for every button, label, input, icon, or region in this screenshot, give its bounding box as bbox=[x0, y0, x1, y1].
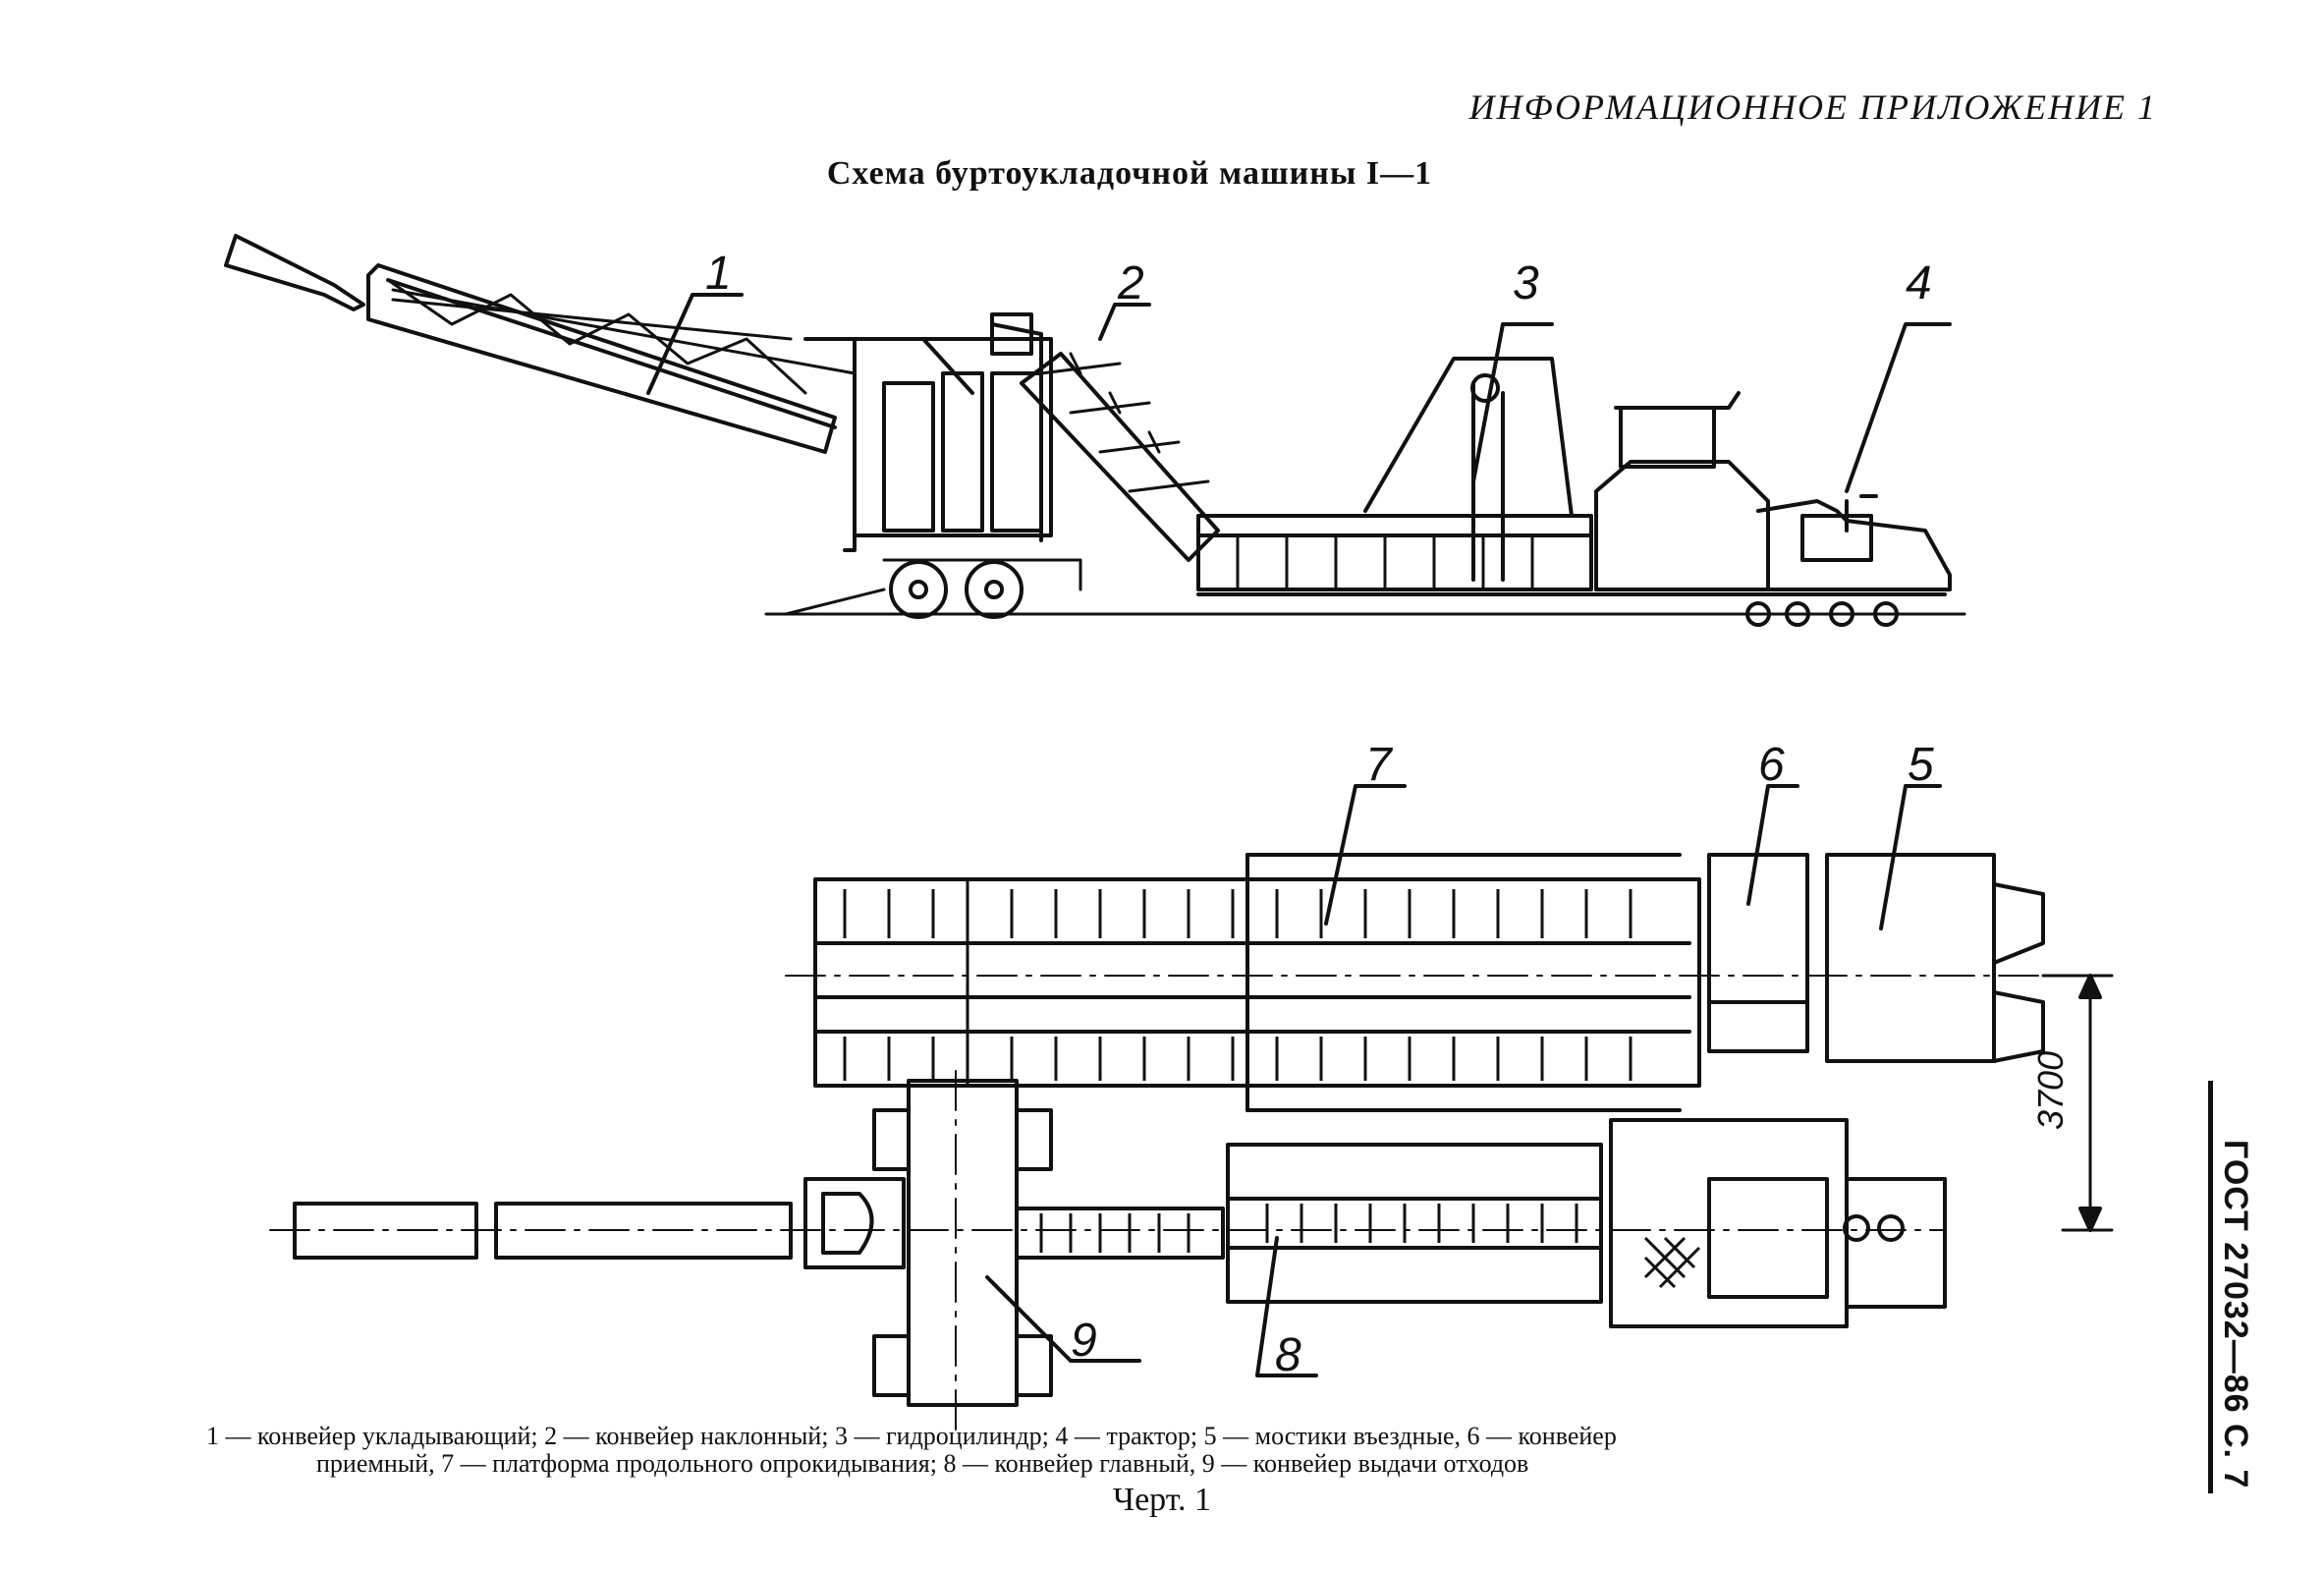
callout-5: 5 bbox=[1908, 739, 1934, 791]
callout-2: 2 bbox=[1117, 257, 1144, 309]
plan-view bbox=[269, 784, 2114, 1435]
callout-labels: 1 2 3 4 5 6 7 8 9 3700 bbox=[705, 248, 2071, 1381]
scheme-title: Схема буртоукладочной машины I—1 bbox=[826, 155, 1433, 192]
legend-line-2: приемный, 7 — платформа продольного опро… bbox=[316, 1449, 1529, 1478]
callout-1: 1 bbox=[705, 248, 732, 300]
dimension-3700: 3700 bbox=[2030, 1051, 2071, 1130]
appendix-title: ИНФОРМАЦИОННОЕ ПРИЛОЖЕНИЕ 1 bbox=[1468, 87, 2157, 127]
legend-line-1: 1 — конвейер укладывающий; 2 — конвейер … bbox=[206, 1422, 1617, 1450]
callout-8: 8 bbox=[1275, 1329, 1301, 1381]
side-rule bbox=[2208, 1081, 2213, 1493]
callout-6: 6 bbox=[1758, 739, 1785, 791]
callout-9: 9 bbox=[1071, 1315, 1097, 1367]
callout-4: 4 bbox=[1906, 257, 1932, 309]
side-view bbox=[224, 234, 1966, 627]
callout-3: 3 bbox=[1513, 257, 1539, 309]
standard-code: ГОСТ 27032—86 С. 7 bbox=[2217, 1140, 2254, 1489]
plan-view-slats bbox=[843, 889, 1701, 1289]
drawing-caption: Черт. 1 bbox=[1112, 1482, 1212, 1518]
callout-7: 7 bbox=[1365, 739, 1394, 791]
